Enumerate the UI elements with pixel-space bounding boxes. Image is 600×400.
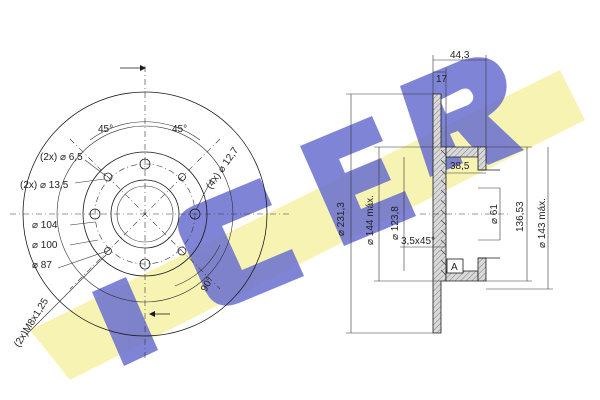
section-view: 44,3 17 ⌀ 231,3 ⌀ 144 máx. ⌀ 123,8 3,5x4… — [336, 50, 553, 334]
watermark-letter-e — [300, 116, 416, 246]
dia-143-label: ⌀ 143 máx. — [537, 198, 548, 248]
bolt-hole — [189, 208, 201, 220]
small-hole — [103, 172, 113, 182]
bolt-hole — [139, 258, 151, 270]
depth-label: 38,5 — [450, 161, 470, 172]
width-total-label: 44,3 — [450, 50, 470, 61]
leader-dia87 — [57, 249, 111, 269]
angle-right-label: 45° — [172, 124, 187, 135]
bolt-hole — [139, 158, 151, 170]
leader-hole-small — [84, 159, 107, 177]
bolt-hole — [89, 208, 101, 220]
chamfer-label: 3,5x45° — [401, 236, 435, 247]
height-136-label: 136,53 — [515, 201, 526, 232]
leader-thread — [25, 254, 107, 336]
dia-123-label: ⌀ 123,8 — [390, 206, 401, 240]
section-hat-top — [445, 146, 479, 158]
section-vent-ribs — [440, 149, 447, 276]
dia-144-label: ⌀ 144 máx. — [365, 195, 376, 245]
leader-hole-mid — [74, 178, 105, 184]
view-arrow-head — [140, 65, 146, 71]
dia-104-label: ⌀ 104 — [32, 220, 58, 231]
dia-outer-label: ⌀ 231,3 — [336, 202, 347, 236]
watermark-letter-i — [92, 277, 158, 366]
dia-61-label: ⌀ 61 — [489, 204, 500, 224]
bolt-holes-label: (4x) ⌀ 12,7 — [204, 145, 241, 191]
small-hole — [177, 246, 187, 256]
centerline-diag-2 — [69, 138, 221, 290]
leader-bolt — [195, 177, 213, 211]
angle-arc-top — [89, 121, 201, 141]
dia-100-label: ⌀ 100 — [32, 240, 58, 251]
view-arrow-head-bottom — [149, 311, 155, 317]
leader-dia104 — [69, 221, 96, 226]
small-hole — [104, 247, 112, 255]
dia-87-label: ⌀ 87 — [32, 260, 52, 271]
leader-dia100 — [69, 239, 99, 246]
angle-left-label: 45° — [98, 124, 113, 135]
datum-box — [446, 258, 464, 274]
small-hole — [178, 173, 186, 181]
hole-small-label: (2x) ⌀ 6,5 — [40, 152, 83, 163]
hole-mid-label: (2x) ⌀ 13,5 — [20, 180, 69, 191]
datum-label: A — [451, 262, 458, 273]
width-hub-label: 17 — [436, 74, 448, 85]
